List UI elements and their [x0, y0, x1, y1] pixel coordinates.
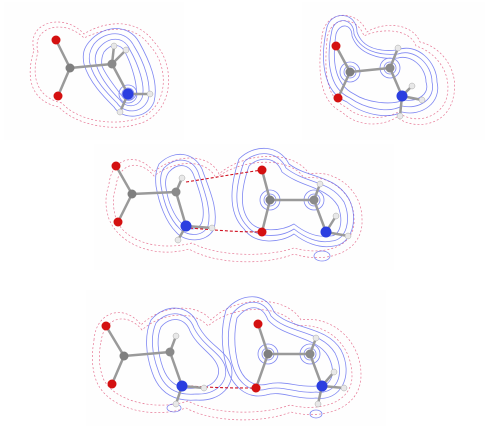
positive-contours	[155, 147, 354, 262]
hydrogen-atom	[344, 232, 352, 240]
hydrogen-atom	[330, 368, 338, 376]
positive-contours	[82, 28, 156, 117]
carbon-atom	[127, 189, 137, 199]
nitrogen-atom	[316, 380, 328, 392]
negative-contours	[105, 156, 363, 263]
contour-map-d	[92, 296, 362, 421]
carbon-atom	[265, 195, 275, 205]
nitrogen-atom	[176, 380, 188, 392]
atoms	[111, 161, 352, 244]
hydrogen-atom	[312, 334, 320, 342]
oxygen-atom	[257, 227, 267, 237]
panel-dimer-2	[86, 290, 386, 426]
atoms	[101, 319, 348, 408]
hydrogen-atom	[200, 384, 208, 392]
hydrogen-atom	[172, 332, 180, 340]
hydrogen-atom	[418, 96, 426, 104]
carbon-atom	[345, 67, 355, 77]
negative-contours	[29, 21, 169, 128]
hydrogen-atom	[122, 46, 130, 54]
panel-glycine-neutral	[4, 2, 184, 140]
oxygen-atom	[53, 91, 63, 101]
atoms	[331, 41, 426, 120]
carbon-atom	[385, 63, 395, 73]
oxygen-atom	[113, 217, 123, 227]
hydrogen-atom	[116, 108, 124, 116]
bonds	[334, 45, 423, 117]
panel-dimer-1	[94, 144, 394, 270]
oxygen-atom	[257, 165, 267, 175]
carbon-atom	[309, 195, 319, 205]
oxygen-atom	[333, 93, 343, 103]
carbon-atom	[165, 347, 175, 357]
carbon-atom	[171, 187, 181, 197]
nitrogen-atom	[180, 220, 192, 232]
nitrogen-atom	[122, 88, 134, 100]
carbon-atom	[263, 349, 273, 359]
panel-glycine-zwitterion	[302, 2, 485, 140]
hydrogen-atom	[172, 400, 180, 408]
bond-paths	[185, 169, 263, 233]
hydrogen-atom	[174, 236, 182, 244]
carbon-atom	[119, 351, 129, 361]
carbon-atom	[305, 349, 315, 359]
oxygen-atom	[331, 41, 341, 51]
hydrogen-atom	[316, 180, 324, 188]
hydrogen-atom	[314, 400, 322, 408]
hydrogen-atom	[396, 112, 404, 120]
oxygen-atom	[251, 383, 261, 393]
hydrogen-atom	[408, 82, 416, 90]
hydrogen-atom	[332, 212, 340, 220]
hydrogen-atom	[208, 224, 216, 232]
hydrogen-atom	[340, 384, 348, 392]
negative-contours	[92, 301, 362, 421]
nitrogen-atom	[396, 90, 408, 102]
oxygen-atom	[253, 319, 263, 329]
contour-map-a	[29, 21, 169, 128]
contour-map-c	[105, 147, 363, 263]
hydrogen-atom	[110, 42, 118, 50]
hydrogen-atom	[178, 174, 186, 182]
oxygen-atom	[107, 379, 117, 389]
carbon-atom	[65, 63, 75, 73]
oxygen-atom	[111, 161, 121, 171]
nitrogen-atom	[320, 226, 332, 238]
negative-contours	[319, 15, 455, 125]
contour-map-b	[319, 15, 455, 125]
carbon-atom	[107, 59, 117, 69]
hydrogen-atom	[394, 44, 402, 52]
atoms	[51, 35, 154, 116]
hydrogen-atom	[146, 90, 154, 98]
bonds	[54, 39, 150, 113]
oxygen-atom	[101, 321, 111, 331]
oxygen-atom	[51, 35, 61, 45]
